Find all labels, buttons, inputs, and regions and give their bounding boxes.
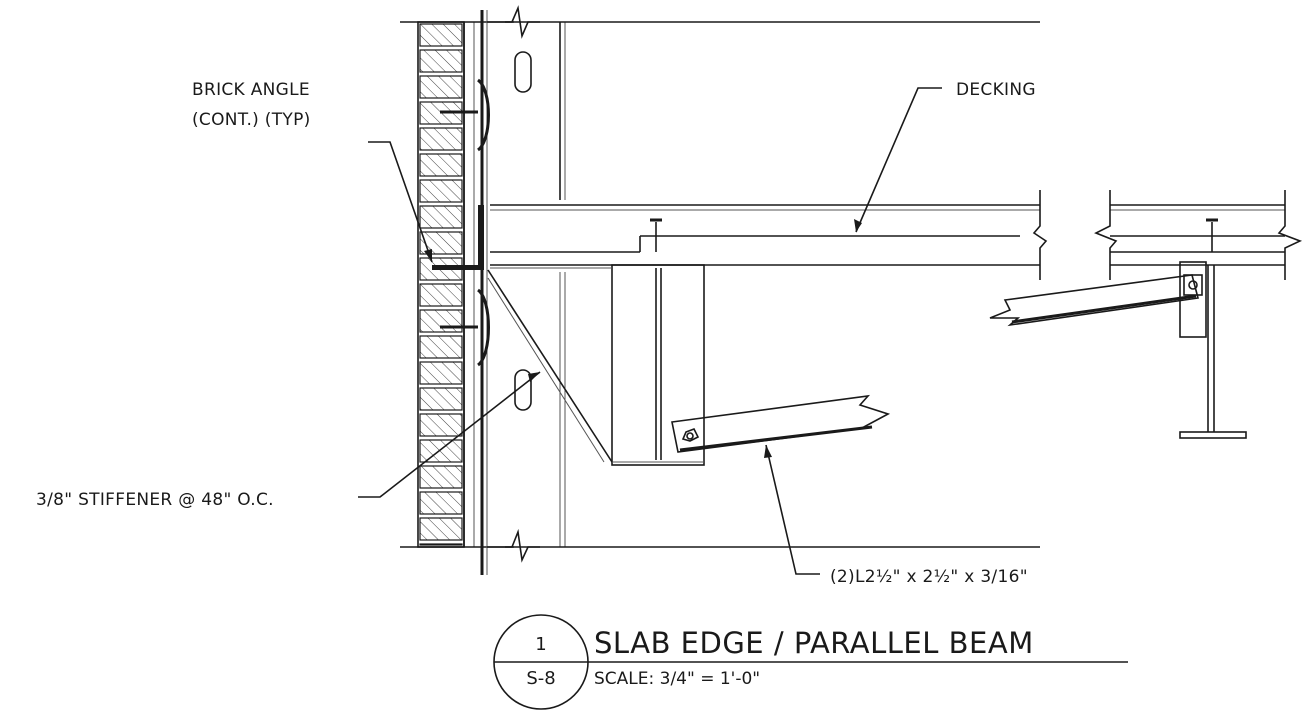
brick-course bbox=[419, 49, 463, 73]
brick-course bbox=[419, 127, 463, 151]
angle-brace-left bbox=[671, 394, 891, 453]
angle-brace-right bbox=[989, 274, 1200, 327]
slab-break-left bbox=[1032, 190, 1048, 280]
brick-course bbox=[419, 361, 463, 385]
brick-angle bbox=[432, 205, 484, 270]
decking-label: DECKING bbox=[956, 80, 1036, 100]
brick-course bbox=[419, 179, 463, 203]
brick-ties bbox=[440, 78, 490, 367]
brick-course bbox=[419, 23, 463, 47]
stiffener-label: 3/8" STIFFENER @ 48" O.C. bbox=[36, 490, 274, 510]
brick-angle-label-line1: BRICK ANGLE bbox=[192, 80, 310, 100]
brick-course bbox=[419, 439, 463, 463]
title-block: 1 S-8 SLAB EDGE / PARALLEL BEAM SCALE: 3… bbox=[493, 614, 1128, 710]
sheet-number: S-8 bbox=[526, 668, 555, 689]
brick-course bbox=[419, 75, 463, 99]
leaders bbox=[358, 87, 942, 575]
brick-course bbox=[419, 465, 463, 489]
stud-slot-upper bbox=[514, 51, 532, 93]
slab-left bbox=[490, 190, 1048, 280]
detail-number: 1 bbox=[535, 634, 546, 655]
brick-course bbox=[419, 491, 463, 515]
brick-course bbox=[419, 153, 463, 177]
detail-scale: SCALE: 3/4" = 1'-0" bbox=[594, 669, 760, 689]
brick-course bbox=[419, 387, 463, 411]
stud-slot-lower bbox=[514, 369, 532, 411]
slab-right bbox=[1094, 190, 1303, 280]
detail-title: SLAB EDGE / PARALLEL BEAM bbox=[594, 626, 1034, 660]
brick-course bbox=[419, 543, 463, 546]
brick-course bbox=[419, 231, 463, 255]
brick-course bbox=[419, 283, 463, 307]
brick-course bbox=[419, 413, 463, 437]
brick-course bbox=[419, 517, 463, 541]
steel-beam-left bbox=[487, 264, 705, 466]
brick-wall bbox=[400, 21, 514, 548]
brick-course bbox=[419, 309, 463, 333]
break-mark-top bbox=[505, 5, 540, 39]
break-mark-bottom bbox=[505, 528, 540, 563]
brick-course bbox=[419, 205, 463, 229]
steel-beam-right bbox=[1179, 261, 1247, 439]
brick-angle-label-line2: (CONT.) (TYP) bbox=[192, 110, 311, 130]
angles-label: (2)L2½" x 2½" x 3/16" bbox=[830, 567, 1028, 587]
brick-course bbox=[419, 335, 463, 359]
